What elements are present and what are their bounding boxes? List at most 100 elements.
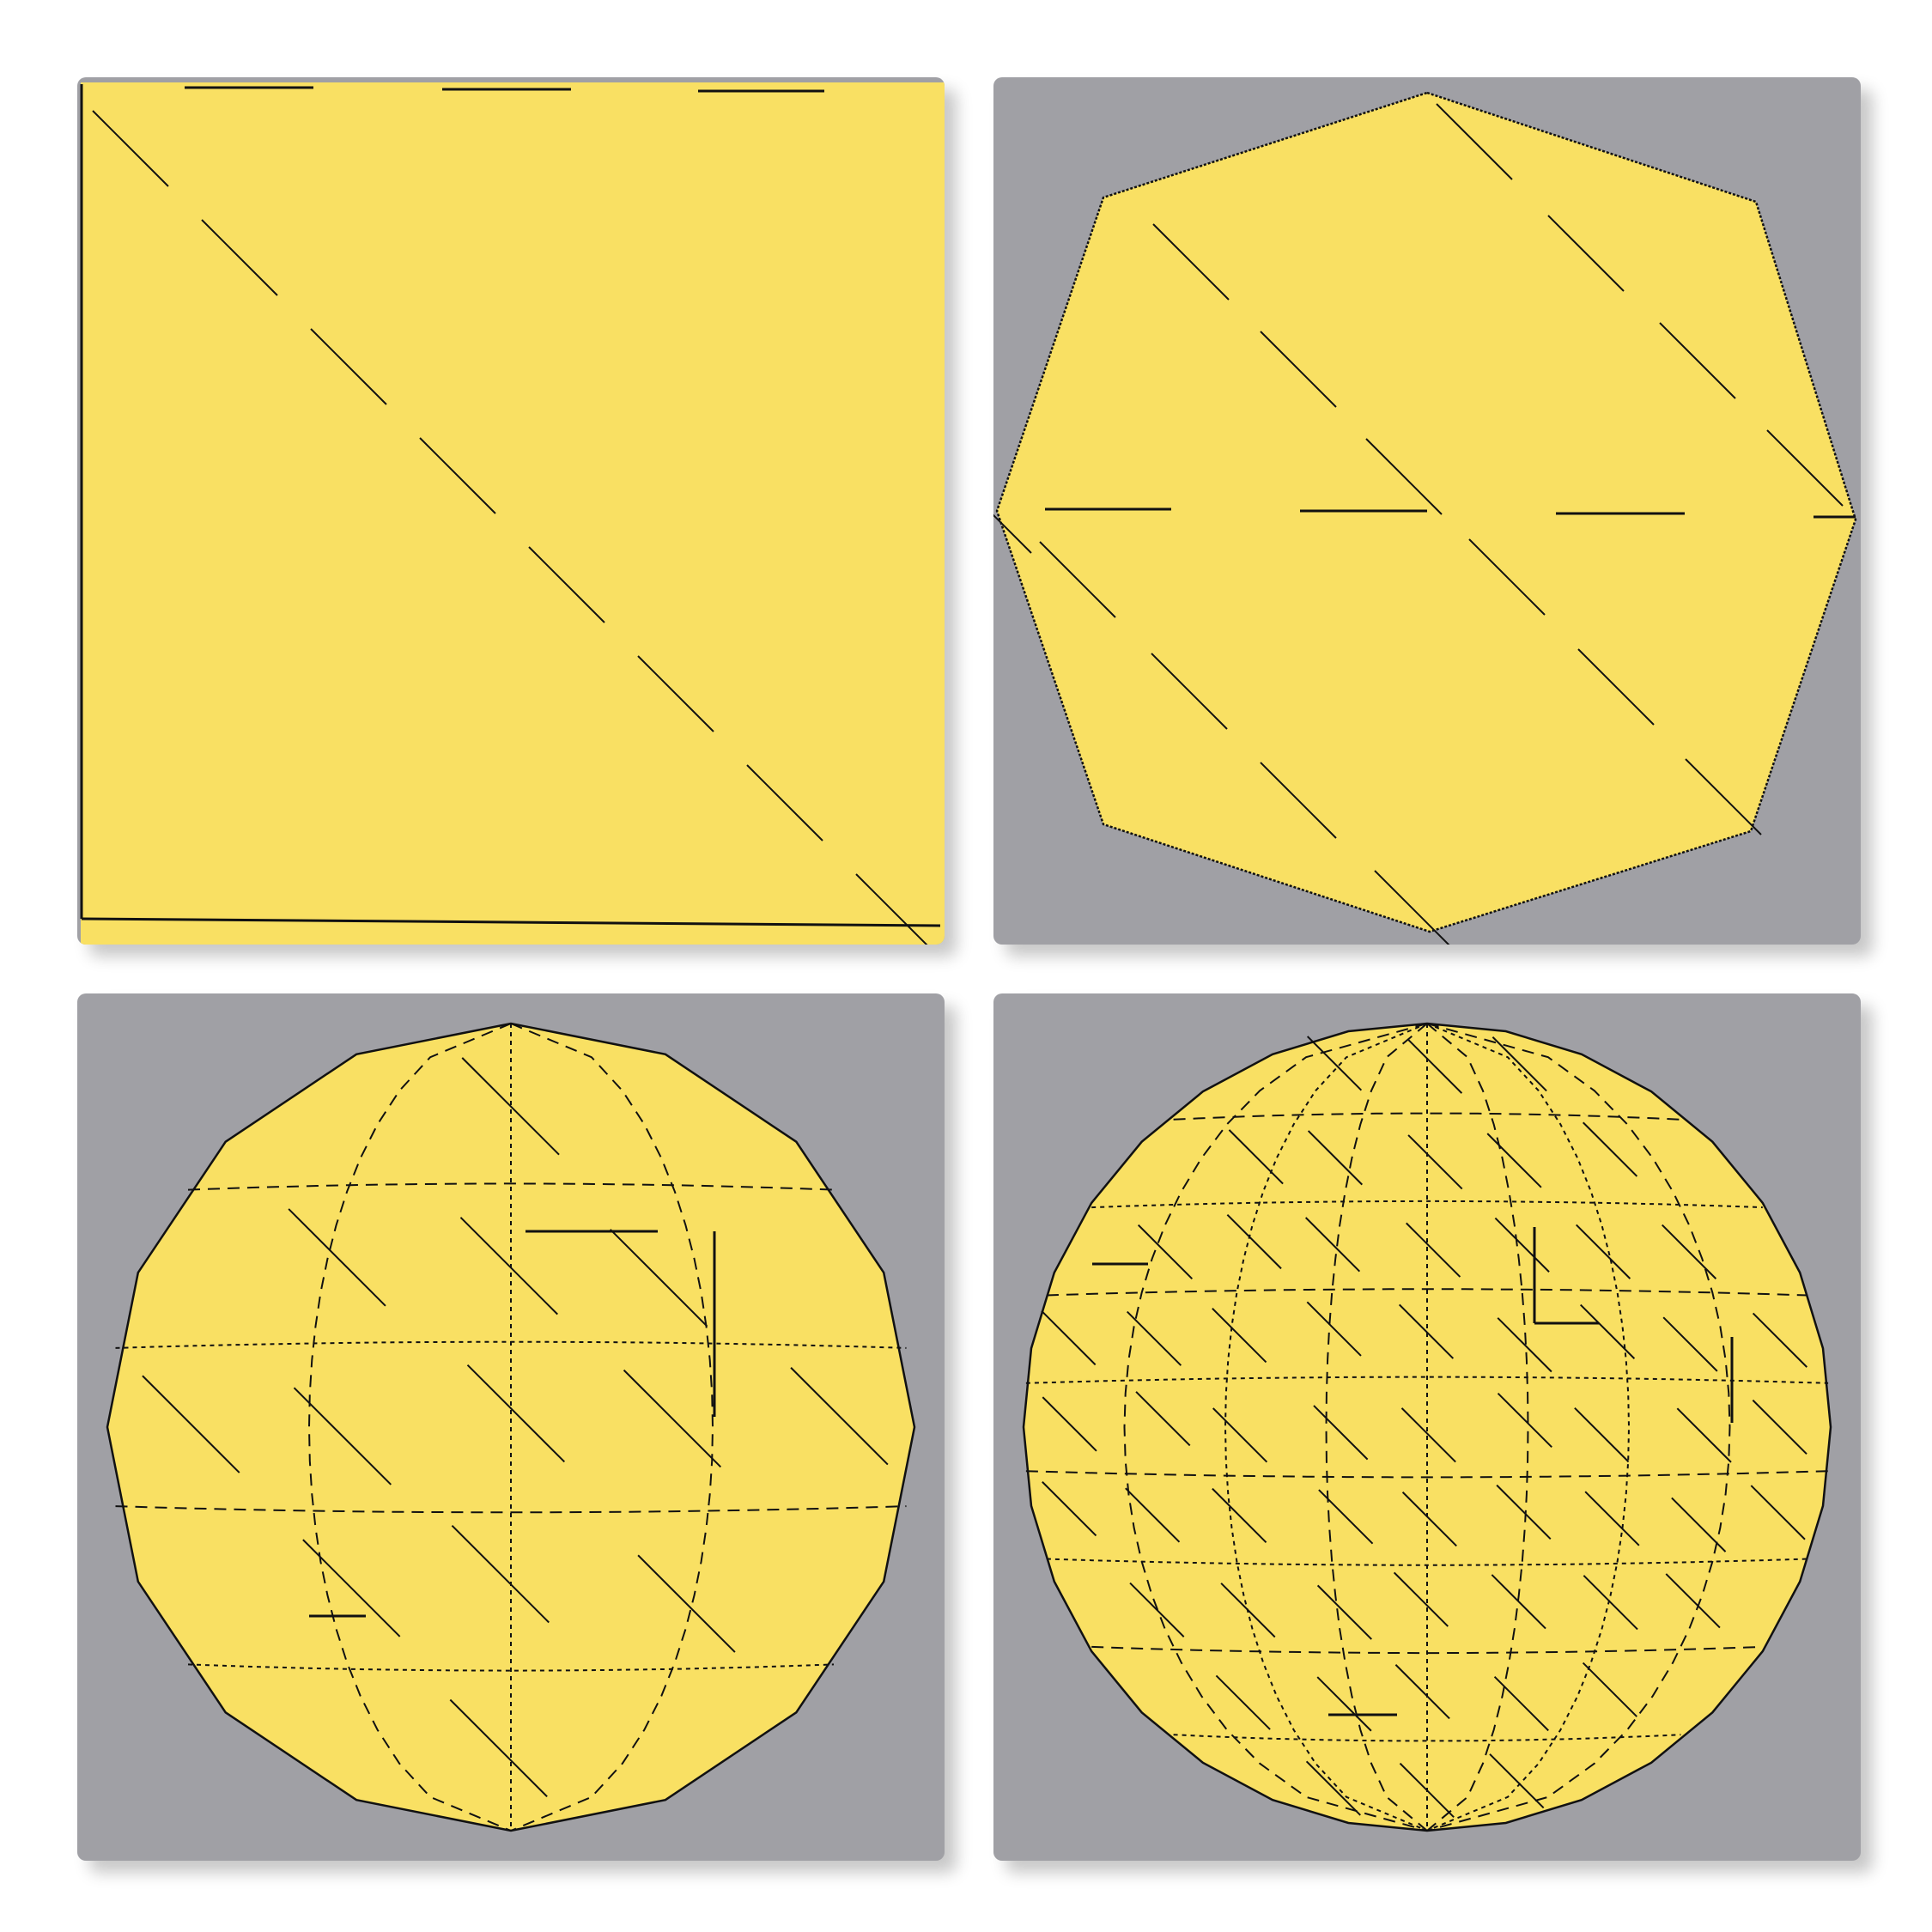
diagonal-edge-tick xyxy=(1399,1762,1455,1819)
diagonal-edge-tick xyxy=(1394,1664,1450,1720)
panel-octagon-mesh xyxy=(993,77,1861,945)
diagonal-edge-tick xyxy=(1662,1224,1717,1279)
diagonal-edge-tick xyxy=(1393,1571,1449,1627)
diagonal-edge-tick xyxy=(1313,1405,1369,1461)
diagonal-edge-tick xyxy=(1316,1584,1372,1640)
diagonal-edge-tick xyxy=(1407,1038,1463,1094)
diagonal-edge-tick xyxy=(1041,1310,1097,1366)
diagonal-edge-tick xyxy=(623,1369,722,1468)
diagonal-edge-tick xyxy=(1574,1406,1630,1463)
diagonal-edge-tick xyxy=(1497,1392,1552,1449)
diagonal-edge-tick xyxy=(1406,1222,1461,1278)
diagonal-edge-tick xyxy=(1260,762,1337,839)
diagonal-edge-tick xyxy=(1306,1036,1363,1091)
diagonal-edge-tick xyxy=(1583,1575,1638,1631)
diagonal-edge-tick xyxy=(1212,1487,1267,1543)
diagonal-edge-tick xyxy=(1752,1399,1807,1455)
diagonal-edge-tick xyxy=(1151,653,1228,730)
diagonal-edge-tick xyxy=(1135,1391,1191,1447)
diagonal-edge-tick xyxy=(293,1387,392,1485)
octagon-mesh-diagram xyxy=(993,91,1857,945)
diagonal-edge-tick xyxy=(1125,1487,1181,1543)
diagonal-edge-tick xyxy=(310,328,387,405)
diagonal-edge-tick xyxy=(1676,1407,1732,1463)
diagonal-edge-tick xyxy=(1582,1662,1637,1717)
diagonal-edge-tick xyxy=(1547,215,1625,292)
latitude-edge xyxy=(1091,1200,1763,1209)
diagonal-edge-tick xyxy=(1305,1760,1361,1816)
diagonal-edge-tick xyxy=(1365,438,1443,515)
diagonal-edge-tick xyxy=(1766,429,1844,507)
diagonal-edge-tick xyxy=(1212,1407,1268,1463)
diagonal-edge-tick xyxy=(1577,648,1655,726)
diagonal-edge-tick xyxy=(1042,1481,1097,1537)
diagonal-edge-tick xyxy=(637,655,714,732)
diagonal-edge-tick xyxy=(1494,1217,1550,1273)
diagonal-edge-tick xyxy=(1584,1491,1640,1546)
latitude-edge xyxy=(1046,1288,1808,1297)
diagonal-edge-tick xyxy=(1226,1214,1282,1270)
diagonal-edge-tick xyxy=(201,219,278,296)
diagonal-edge-tick xyxy=(528,546,605,623)
diagonal-edge-tick xyxy=(1228,1129,1284,1185)
diagonal-edge-tick xyxy=(1659,322,1736,399)
diagonal-edge-tick xyxy=(1468,538,1546,616)
latitude-edge xyxy=(187,1182,835,1191)
diagonal-edge-tick xyxy=(1401,1492,1457,1547)
diagonal-edge-tick xyxy=(1126,1310,1182,1366)
diagonal-edge-tick xyxy=(1304,1217,1361,1273)
diagonal-edge-tick xyxy=(1318,1489,1374,1545)
diagonal-edge-tick xyxy=(459,1217,558,1315)
diagonal-edge-tick xyxy=(1307,1130,1364,1186)
diagonal-edge-tick xyxy=(1260,331,1337,408)
diagonal-edge-tick xyxy=(746,764,823,841)
diagonal-edge-tick xyxy=(142,1375,240,1473)
diagonal-edge-tick xyxy=(1436,103,1513,180)
diagonal-edge-tick xyxy=(1039,541,1116,618)
diagonal-edge-tick xyxy=(1316,1676,1372,1732)
panel-square-mesh xyxy=(77,77,945,945)
diagonal-edge-tick xyxy=(1489,1753,1545,1809)
diagonal-edge-tick xyxy=(461,1057,560,1156)
longitude-edge xyxy=(1426,1023,1731,1832)
diagonal-edge-tick xyxy=(1493,1676,1549,1732)
diagonal-edge-tick xyxy=(1407,1134,1463,1190)
diagonal-edge-tick xyxy=(1374,870,1450,945)
square-mesh-diagram xyxy=(80,82,945,945)
diagonal-edge-tick xyxy=(449,1698,548,1798)
diagonal-edge-tick xyxy=(1212,1308,1267,1364)
diagonal-edge-tick xyxy=(993,513,1032,554)
diagonal-edge-tick xyxy=(451,1524,550,1624)
diagonal-edge-tick xyxy=(302,1539,401,1637)
diagonal-edge-tick xyxy=(1583,1121,1638,1177)
diagonal-edge-tick xyxy=(1137,1224,1194,1279)
diagonal-edge-tick xyxy=(1220,1583,1276,1638)
diagonal-edge-tick xyxy=(1215,1674,1271,1730)
diagonal-edge-tick xyxy=(1306,1301,1362,1357)
diagonal-edge-tick xyxy=(1398,1303,1455,1359)
diagonal-edge-tick xyxy=(1491,1574,1546,1630)
diagonal-edge-tick xyxy=(1576,1224,1631,1279)
diagonal-edge-tick xyxy=(92,110,169,187)
panel-low-poly-sphere-mesh xyxy=(77,993,945,1861)
longitude-edge xyxy=(307,1023,512,1832)
diagonal-edge-tick xyxy=(855,873,928,945)
diagonal-edge-tick xyxy=(466,1364,566,1463)
diagonal-edge-tick xyxy=(288,1208,386,1307)
diagonal-edge-tick xyxy=(1400,1407,1456,1463)
diagonal-edge-tick xyxy=(1152,223,1230,301)
diagonal-edge-tick xyxy=(1752,1312,1807,1368)
diagonal-edge-tick xyxy=(1750,1485,1806,1540)
longitude-edge xyxy=(1325,1023,1428,1832)
latitude-edge xyxy=(1173,1112,1681,1121)
diagonal-edge-tick xyxy=(1042,1396,1097,1452)
diagonal-edge-tick xyxy=(637,1554,736,1653)
latitude-edge xyxy=(1173,1734,1681,1742)
diagonal-edge-tick xyxy=(1671,1497,1727,1552)
high-poly-sphere-mesh-diagram xyxy=(1022,1022,1832,1832)
low-poly-sphere-mesh-diagram xyxy=(106,1022,916,1832)
diagonal-edge-tick xyxy=(790,1367,889,1466)
longitude-edge xyxy=(1123,1023,1428,1832)
longitude-edge xyxy=(510,1023,714,1832)
latitude-edge xyxy=(1025,1470,1829,1479)
